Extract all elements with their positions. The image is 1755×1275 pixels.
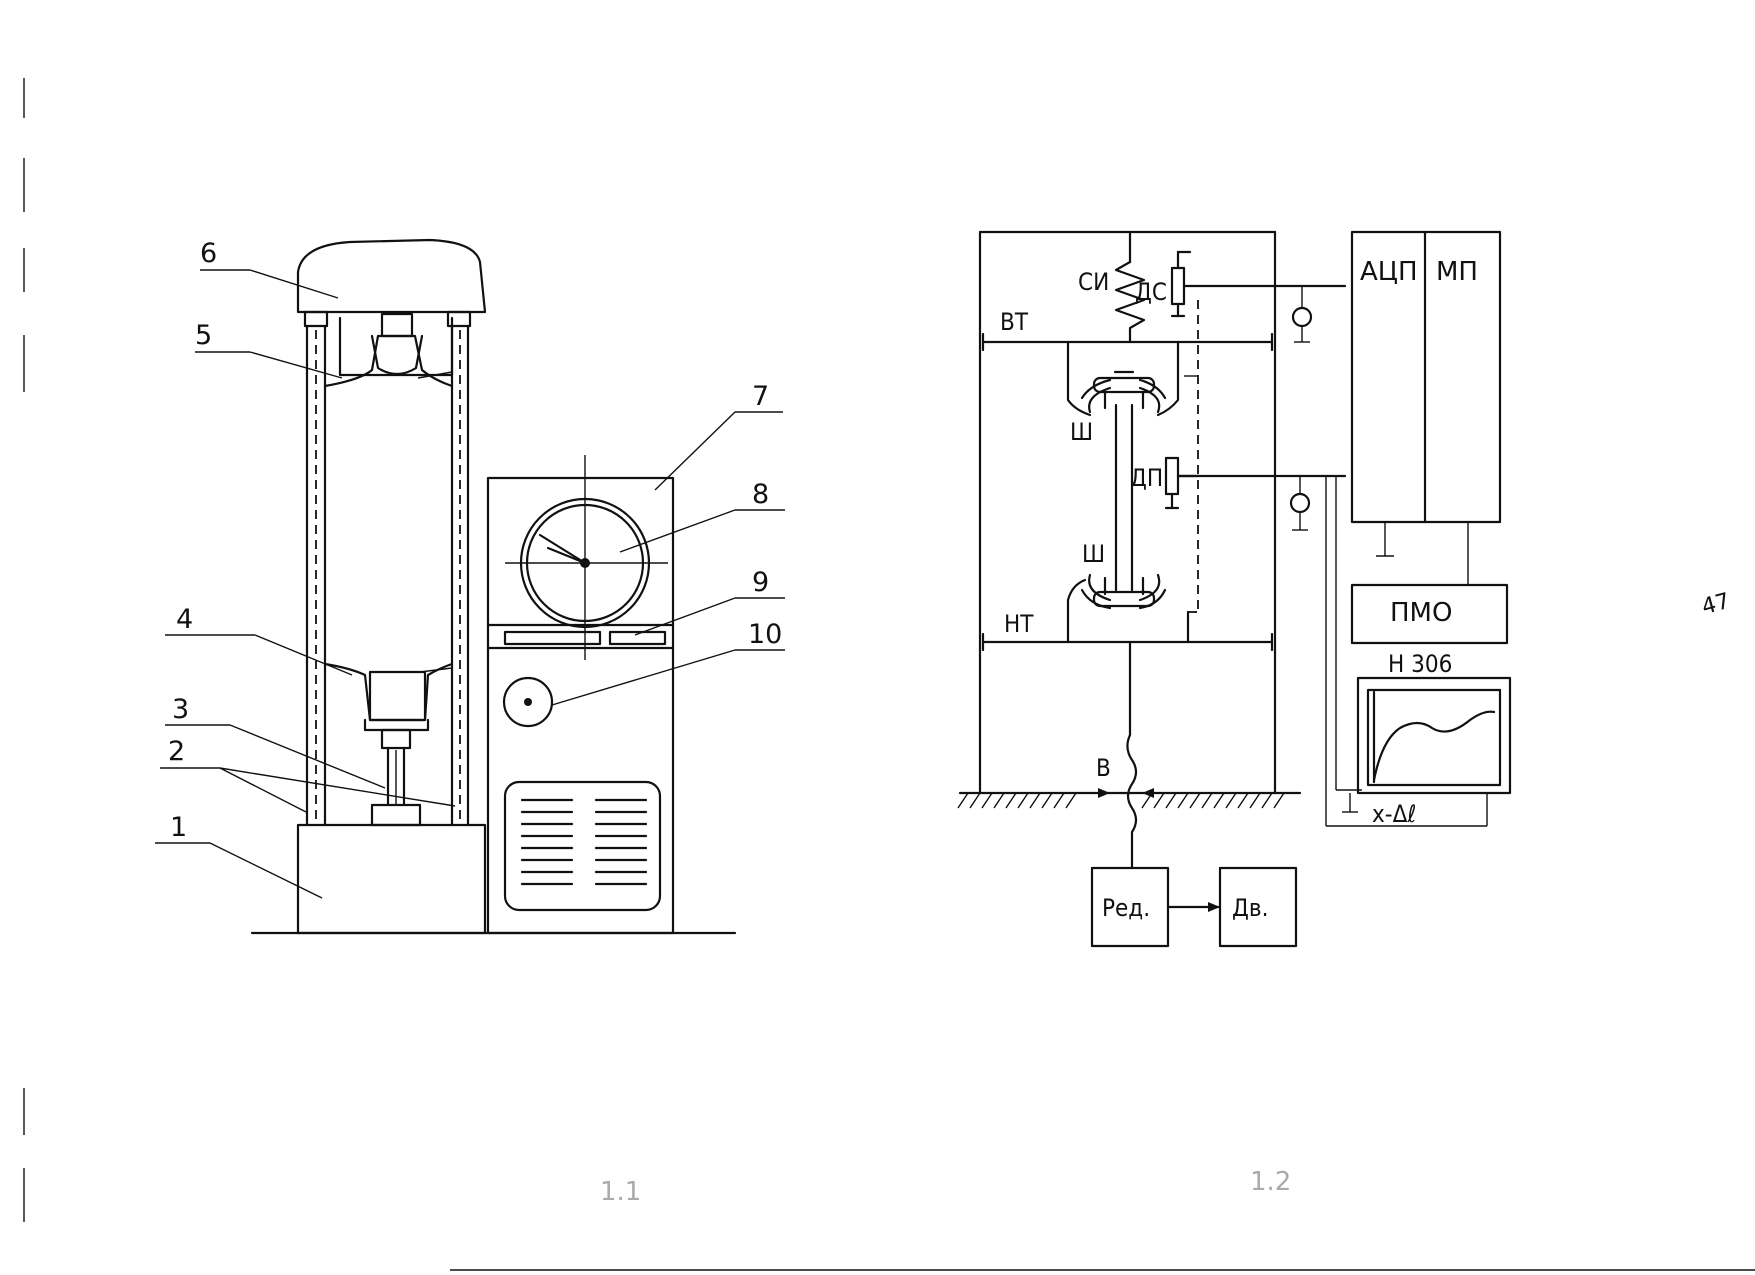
callout-8: 8 <box>752 479 769 510</box>
testing-machine-figure: 6 5 4 3 2 1 7 8 9 10 1.1 <box>155 238 785 1207</box>
callout-9: 9 <box>752 567 769 598</box>
label-adc: АЦП <box>1360 257 1418 287</box>
vent-slats <box>520 798 648 886</box>
callout-10: 10 <box>748 619 782 650</box>
callout-leaders <box>155 269 785 899</box>
callout-2: 2 <box>168 736 185 767</box>
label-recorder-h306: Н 306 <box>1388 650 1452 678</box>
label-displacement-sensor-dp: ДП <box>1130 464 1163 492</box>
label-shaft-v: В <box>1096 754 1111 782</box>
callout-7: 7 <box>752 381 769 412</box>
ground-hatch <box>957 792 1285 809</box>
label-hinge-top: Ш <box>1070 418 1093 446</box>
label-mp: МП <box>1436 257 1478 287</box>
schematic-figure: СИ ДС ВТ Ш ДП Ш НТ В АЦП МП ПМО Н 306 x-… <box>957 230 1512 1197</box>
callout-1: 1 <box>170 812 187 843</box>
callout-4: 4 <box>176 604 193 635</box>
callout-6: 6 <box>200 238 217 269</box>
figure-caption-right: 1.2 <box>1250 1167 1291 1197</box>
label-motor: Дв. <box>1232 894 1268 922</box>
callout-5: 5 <box>195 320 212 351</box>
label-recorder-axis: x-Δℓ <box>1372 800 1416 828</box>
label-upper-crosshead-vt: ВТ <box>1000 308 1029 336</box>
callout-3: 3 <box>172 694 189 725</box>
label-pmo: ПМО <box>1390 598 1452 628</box>
label-reducer: Ред. <box>1102 894 1150 922</box>
margin-note: 47 <box>1699 589 1733 620</box>
label-force-sensor-ds: ДС <box>1135 278 1167 306</box>
label-spring-si: СИ <box>1078 268 1109 296</box>
figure-caption-left: 1.1 <box>600 1177 641 1207</box>
label-lower-crosshead-nt: НТ <box>1004 610 1034 638</box>
label-hinge-bottom: Ш <box>1082 540 1105 568</box>
